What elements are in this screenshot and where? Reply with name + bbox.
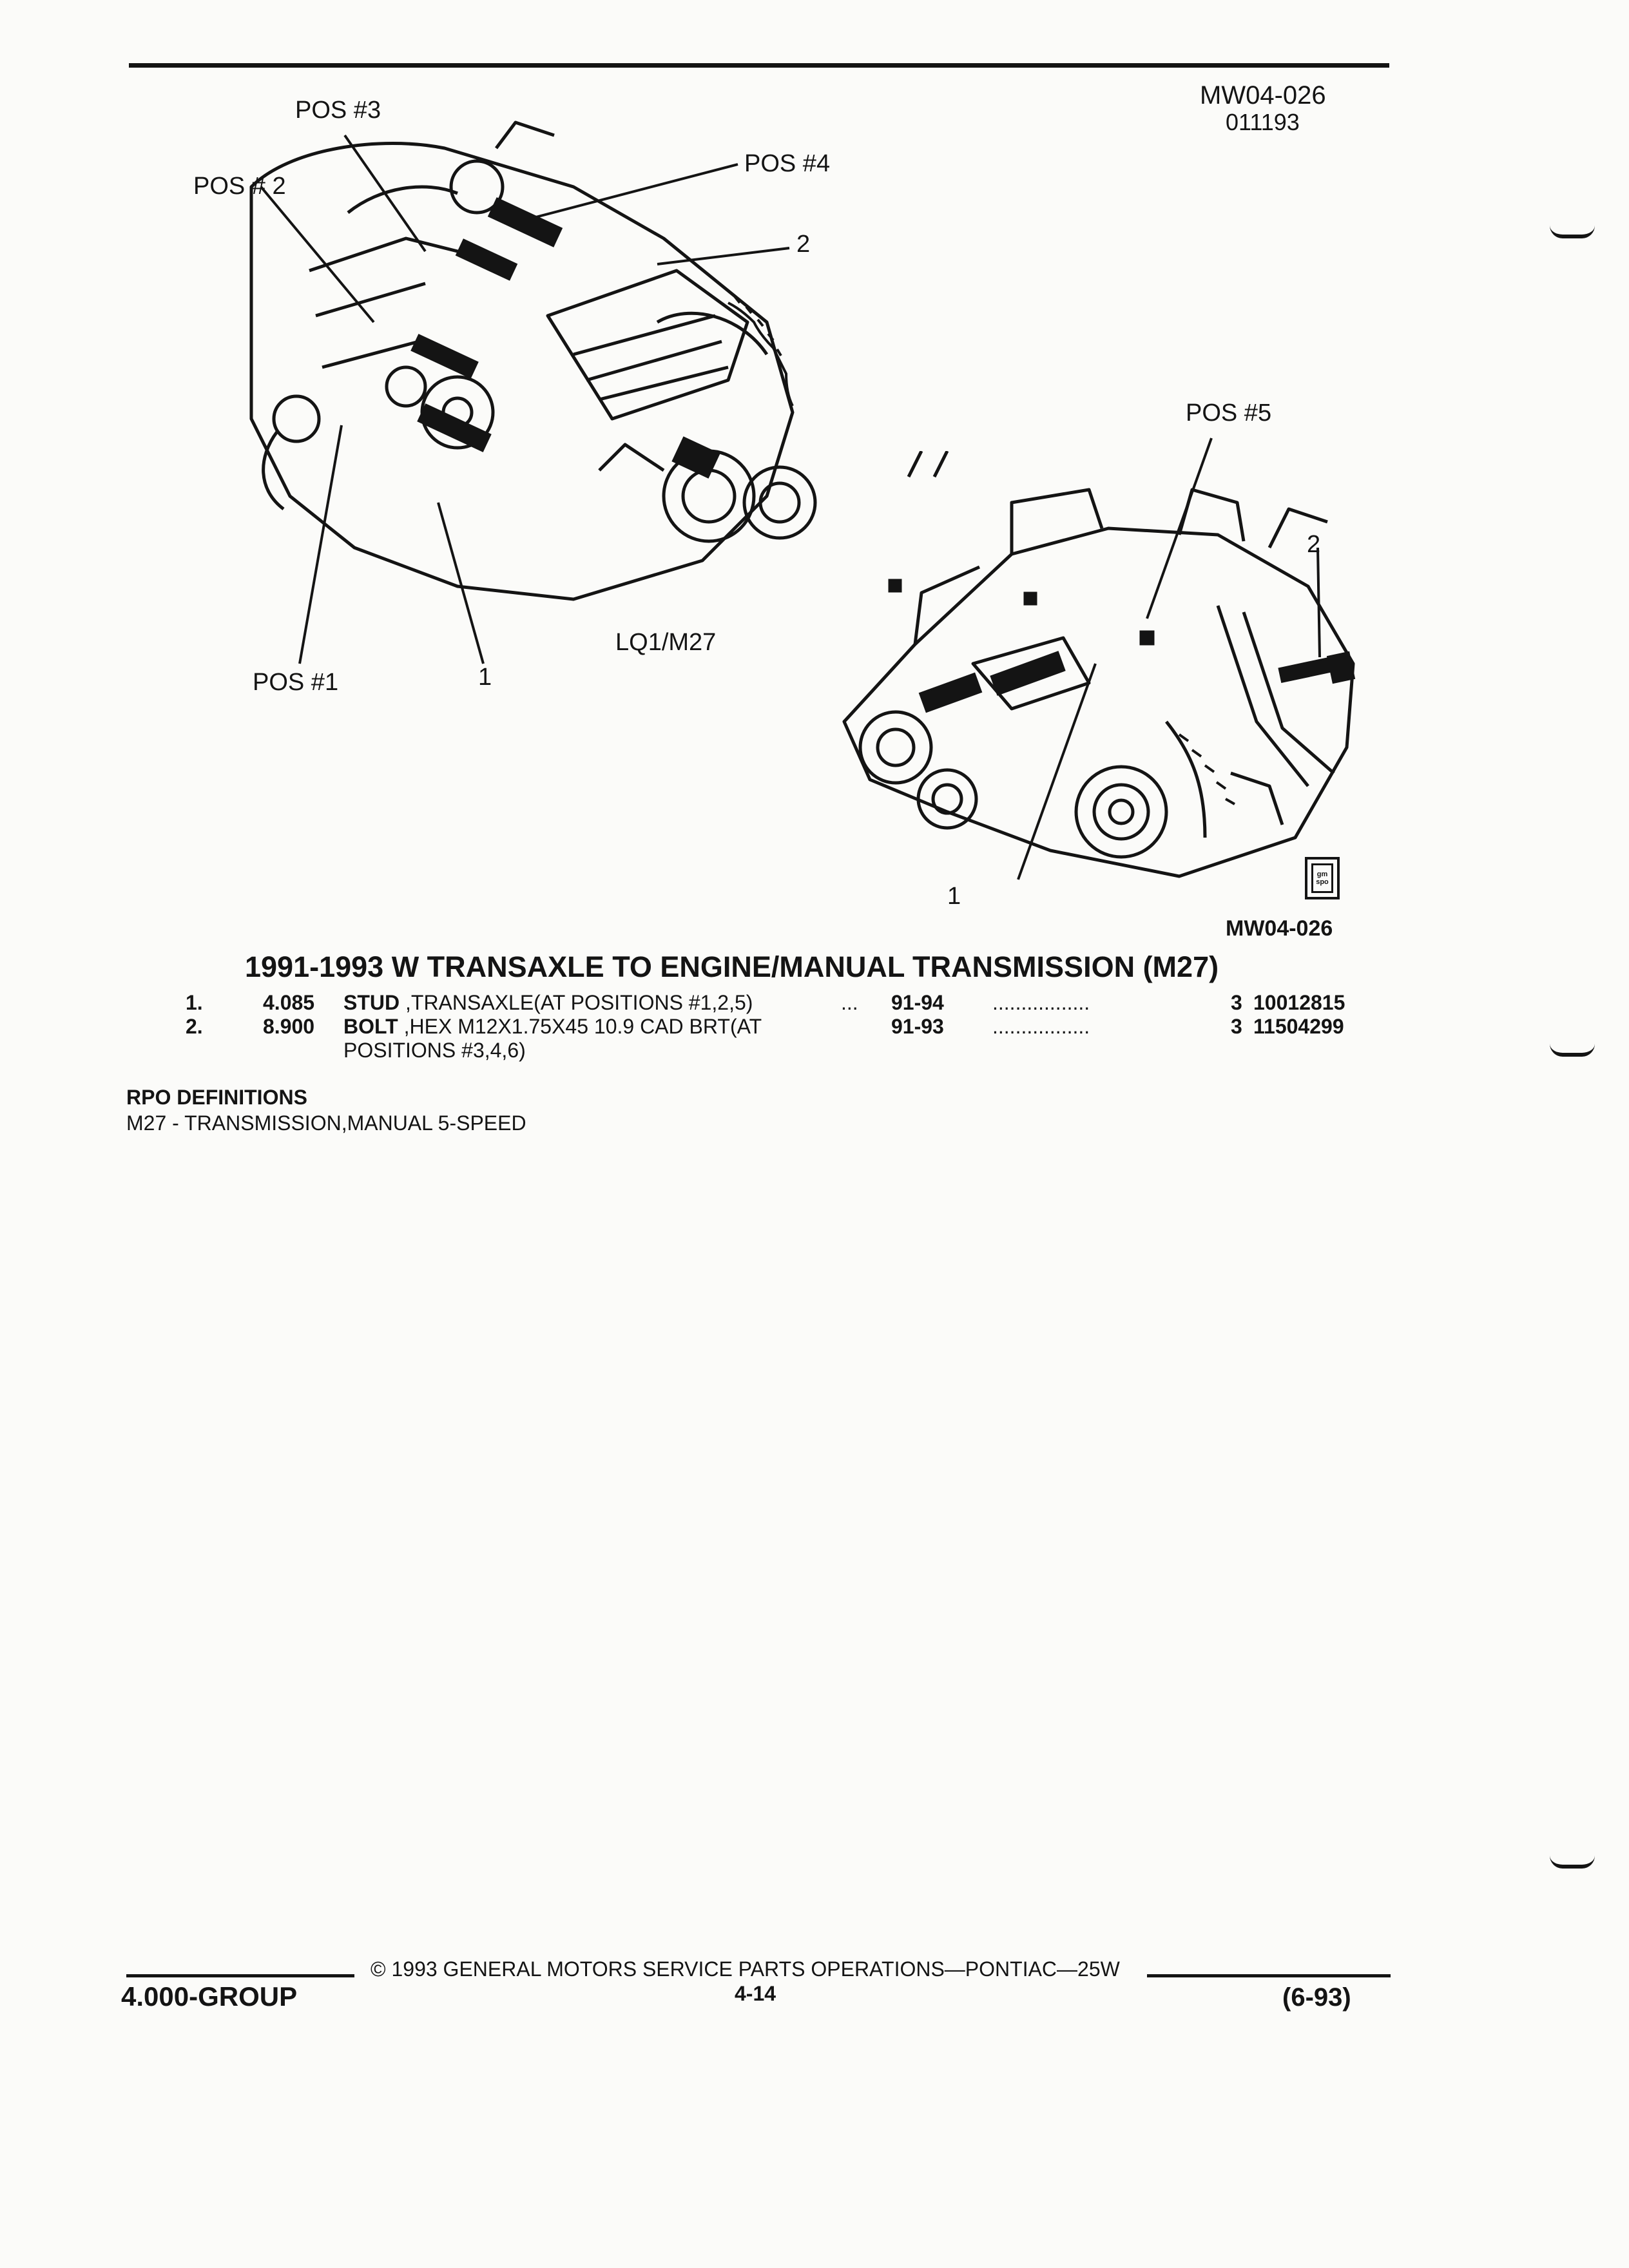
binder-mark [1550,1044,1595,1057]
part-name: STUD ,TRANSAXLE(AT POSITIONS #1,2,5) [343,992,753,1013]
ref-date: 011193 [1226,109,1300,135]
dot-leader: ................. [992,1015,1090,1038]
binder-mark [1550,1856,1595,1869]
label-pos-3: POS #3 [295,97,381,124]
label-pos-5: POS #5 [1186,399,1272,427]
quantity: 3 [1231,991,1242,1014]
label-pos-2: POS # 2 [193,173,286,200]
label-pos-1: POS #1 [253,669,339,696]
group-number: 8.900 [263,1015,315,1038]
item-number: 1. [186,991,203,1014]
item-number: 2. [186,1015,203,1038]
quantity: 3 [1231,1015,1242,1038]
footer-date-code: (6-93) [1282,1983,1351,2012]
footer-page-number: 4-14 [735,1982,776,2005]
part-number: 10012815 [1253,991,1345,1014]
part-description: ,HEX M12X1.75X45 10.9 CAD BRT(AT [398,1015,762,1038]
illustration-transaxle [842,451,1355,878]
rpo-heading: RPO DEFINITIONS [126,1086,307,1109]
label-pos-4: POS #4 [744,150,831,177]
rpo-definition: M27 - TRANSMISSION,MANUAL 5-SPEED [126,1111,526,1135]
part-name: BOLT ,HEX M12X1.75X45 10.9 CAD BRT(AT [343,1016,762,1037]
binder-mark [1550,226,1595,238]
label-callout-1-right: 1 [947,883,961,910]
part-name-label: STUD [343,991,400,1014]
footer-copyright: © 1993 GENERAL MOTORS SERVICE PARTS OPER… [371,1957,1120,1981]
year-range: 91-93 [891,1015,944,1038]
bolt-right [1278,651,1356,684]
group-number: 4.085 [263,991,315,1014]
part-description: ,TRANSAXLE(AT POSITIONS #1,2,5) [400,991,753,1014]
gm-spo-badge: gm spo [1305,857,1340,899]
label-model: LQ1/M27 [615,629,717,656]
part-name-label: BOLT [343,1015,398,1038]
gm-spo-badge-text: gm spo [1316,870,1329,886]
label-callout-2-left: 2 [796,231,811,258]
leader-lines-right [1017,437,1321,880]
label-callout-2-right: 2 [1307,531,1321,558]
footer-group: 4.000-GROUP [121,1981,298,2012]
figure-code: MW04-026 [1226,916,1333,941]
leader-dots: ... [841,991,858,1014]
illustration-engine-transaxle [249,120,817,601]
top-rule [129,63,1389,68]
gm-spo-badge-inner: gm spo [1311,863,1333,893]
dot-leader: ................. [992,991,1090,1014]
section-title: 1991-1993 W TRANSAXLE TO ENGINE/MANUAL T… [245,950,1219,983]
footer-rule-left [126,1974,354,1977]
footer-rule-right [1147,1974,1391,1977]
part-number: 11504299 [1253,1015,1344,1038]
part-description-continued: POSITIONS #3,4,6) [343,1039,526,1062]
label-callout-1-left: 1 [478,664,492,691]
leader-lines-left [260,134,790,664]
ref-code: MW04-026 [1200,81,1326,110]
year-range: 91-94 [891,991,944,1014]
